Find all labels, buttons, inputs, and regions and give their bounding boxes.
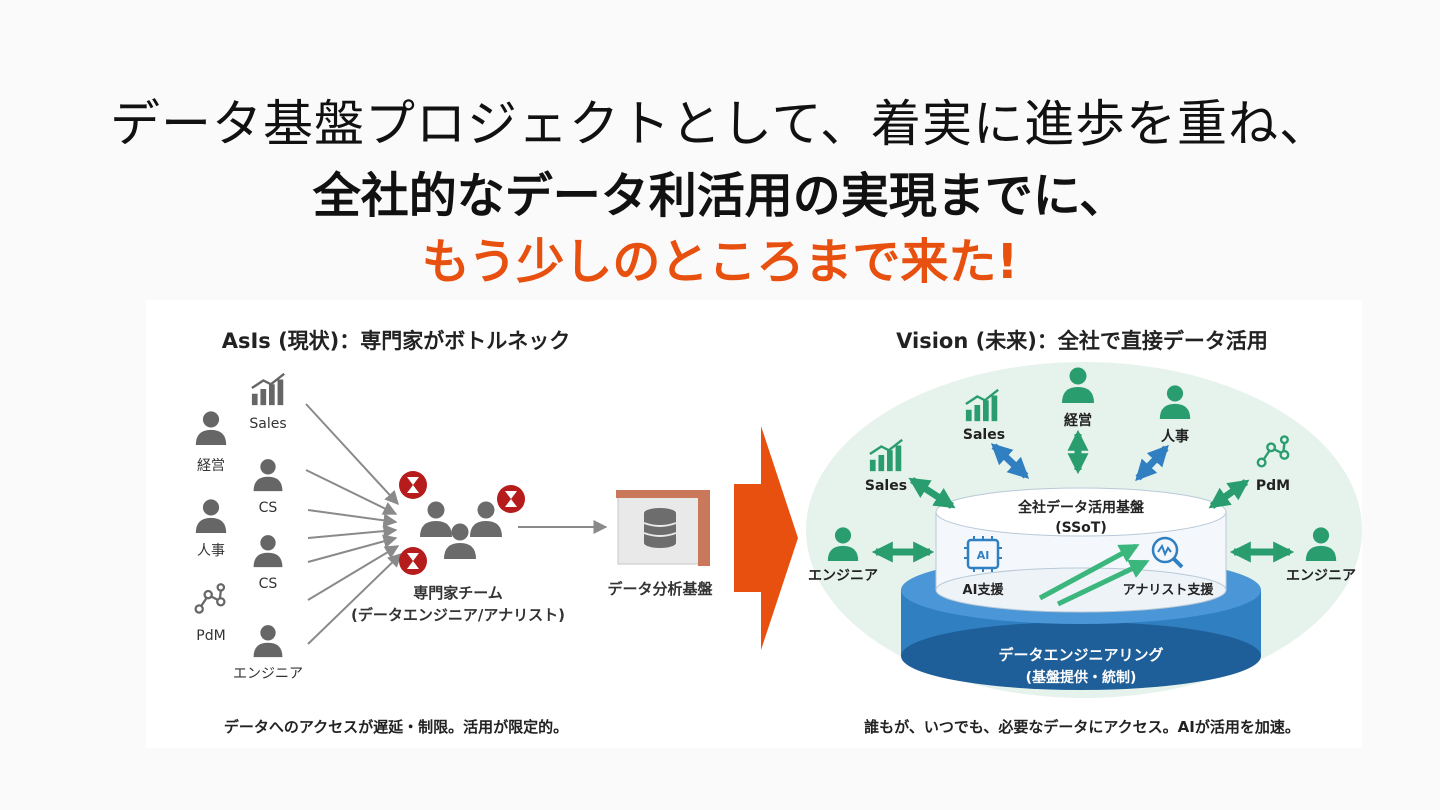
diagram-svg: AsIs (現状)：専門家がボトルネック 経営 人事 PdM Sales CS … bbox=[194, 329, 1362, 736]
headline-line-2: 全社的なデータ利活用の実現までに、 bbox=[312, 168, 1128, 224]
ai-chip-icon: AI bbox=[964, 536, 1002, 572]
expert-team-label: 専門家チーム bbox=[413, 584, 503, 602]
role-label: PdM bbox=[196, 628, 225, 644]
asis-request-arrows bbox=[305, 403, 403, 645]
vision-title: Vision (未来)：全社で直接データ活用 bbox=[896, 329, 1268, 353]
role-label: CS bbox=[259, 576, 278, 592]
role-label: CS bbox=[259, 500, 278, 516]
platform-label: データ分析基盤 bbox=[607, 580, 713, 598]
asis-left-roles: 経営 人事 PdM bbox=[194, 411, 227, 644]
engineer-icon bbox=[253, 625, 283, 658]
vision-caption: 誰もが、いつでも、必要なデータにアクセス。AIが活用を加速。 bbox=[864, 718, 1300, 736]
asis-mid-roles: Sales CS CS エンジニア bbox=[233, 372, 303, 682]
role-label: Sales bbox=[249, 416, 286, 432]
acceleration-arrows bbox=[1038, 543, 1150, 607]
expert-team: 専門家チーム (データエンジニア/アナリスト) bbox=[351, 471, 565, 624]
sales-chart-icon bbox=[250, 372, 286, 406]
asis-title: AsIs (現状)：専門家がボトルネック bbox=[222, 329, 571, 353]
hr-icon bbox=[195, 499, 227, 534]
executive-icon bbox=[195, 411, 227, 446]
base-sublabel: (基盤提供・統制) bbox=[1026, 669, 1137, 686]
role-label: 人事 bbox=[197, 543, 225, 559]
base-label: データエンジニアリング bbox=[998, 646, 1163, 664]
analyst-magnifier-icon bbox=[1151, 536, 1184, 569]
expert-icon bbox=[420, 501, 452, 537]
role-label: エンジニア bbox=[808, 568, 878, 584]
role-label: エンジニア bbox=[1286, 568, 1356, 584]
data-analysis-platform: データ分析基盤 bbox=[607, 490, 713, 598]
vision-access-arrows bbox=[871, 429, 1295, 563]
role-label: PdM bbox=[1256, 478, 1290, 494]
hourglass-icon bbox=[497, 485, 525, 513]
ai-support-label: AI支援 bbox=[963, 582, 1005, 598]
transition-arrow bbox=[734, 426, 798, 650]
expert-team-sublabel: (データエンジニア/アナリスト) bbox=[351, 606, 565, 624]
asis-caption: データへのアクセスが遅延・制限。活用が限定的。 bbox=[224, 718, 568, 736]
company-data-platform: 全社データ活用基盤 (SSoT) AI AI支援 アナリスト支援 bbox=[935, 487, 1227, 613]
role-label: エンジニア bbox=[233, 666, 303, 682]
cs-icon bbox=[253, 535, 283, 568]
role-label: 経営 bbox=[197, 458, 225, 474]
role-label: Sales bbox=[963, 427, 1005, 443]
diagram-panel: AsIs (現状)：専門家がボトルネック 経営 人事 PdM Sales CS … bbox=[146, 300, 1362, 748]
cs-icon bbox=[253, 459, 283, 492]
expert-icon bbox=[470, 501, 502, 537]
vision-roles: Sales 経営 人事 Sales PdM エンジニア エンジニア bbox=[808, 367, 1356, 584]
hourglass-icon bbox=[399, 471, 427, 499]
ai-chip-text: AI bbox=[977, 549, 990, 562]
role-label: 人事 bbox=[1161, 428, 1189, 445]
platform-label: 全社データ活用基盤 bbox=[1017, 499, 1145, 516]
headline-line-1: データ基盤プロジェクトとして、着実に進歩を重ね、 bbox=[110, 95, 1330, 153]
analyst-support-label: アナリスト支援 bbox=[1123, 582, 1215, 598]
headline-line-3: もう少しのところまで来た! bbox=[421, 234, 1019, 290]
pdm-icon bbox=[194, 583, 226, 614]
platform-sublabel: (SSoT) bbox=[1055, 520, 1107, 536]
role-label: Sales bbox=[865, 478, 907, 494]
role-label: 経営 bbox=[1064, 412, 1092, 429]
database-icon bbox=[643, 508, 677, 548]
hourglass-icon bbox=[399, 547, 427, 575]
